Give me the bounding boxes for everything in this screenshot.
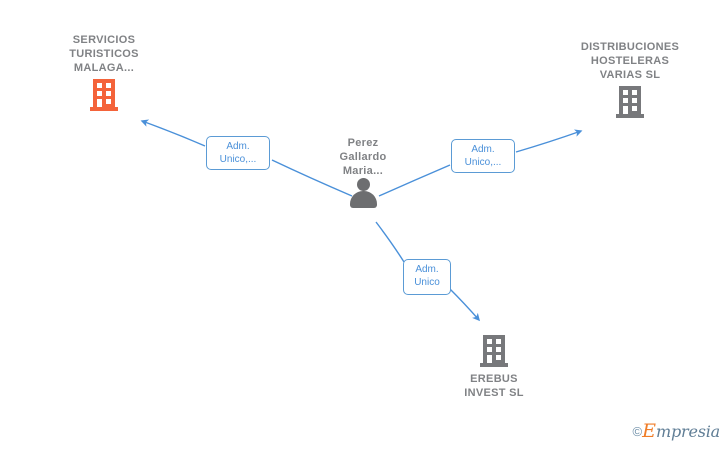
node-perez-gallardo-maria[interactable]: Perez Gallardo Maria... [288,136,438,208]
building-icon [616,86,644,118]
node-label: Perez Gallardo Maria... [339,137,387,177]
node-servicios-turisticos-malaga[interactable]: SERVICIOS TURISTICOS MALAGA... [29,33,179,111]
brand-name: mpresia [656,422,720,441]
edge-person-to-servicios-head [140,119,206,147]
edge-person-to-distribuciones-head [515,129,583,153]
brand-initial: E [642,420,656,442]
building-icon [480,335,508,367]
edge-person-to-erebus-head [448,287,481,322]
node-erebus-invest-sl[interactable]: EREBUS INVEST SL [419,331,569,400]
node-label: DISTRIBUCIONES HOSTELERAS VARIAS SL [580,41,680,81]
edge-label-person-to-servicios[interactable]: Adm. Unico,... [206,136,270,170]
edge-person-to-servicios [271,159,353,197]
edge-label-person-to-distribuciones[interactable]: Adm. Unico,... [451,139,515,173]
edge-person-to-distribuciones [378,164,451,197]
copyright-icon: © [632,424,643,439]
node-label: EREBUS INVEST SL [464,373,524,399]
person-icon [346,178,380,208]
edge-person-to-erebus [375,221,405,263]
building-icon [90,79,118,111]
empresia-watermark: ©Empresia [632,420,721,442]
node-label: SERVICIOS TURISTICOS MALAGA... [69,34,139,74]
node-distribuciones-hosteleras-varias-sl[interactable]: DISTRIBUCIONES HOSTELERAS VARIAS SL [555,40,705,118]
edge-label-person-to-erebus[interactable]: Adm. Unico [403,259,451,295]
